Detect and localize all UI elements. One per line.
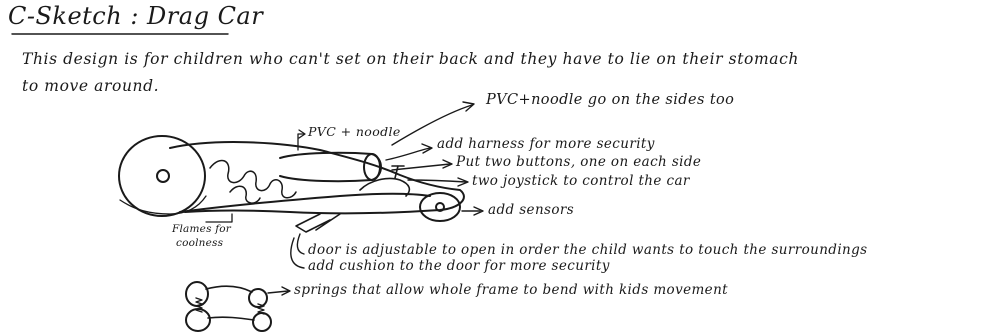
flames-pointer xyxy=(206,214,232,222)
annotation-flames-line-2: coolness xyxy=(176,236,223,250)
spring-wheel-right-bottom xyxy=(253,313,271,331)
annotation-buttons: Put two buttons, one on each side xyxy=(456,154,701,170)
arrow-harness xyxy=(386,148,430,160)
annotation-springs: springs that allow whole frame to bend w… xyxy=(294,282,728,298)
annotation-flames-line-1: Flames for xyxy=(172,222,231,236)
annotation-sensors: add sensors xyxy=(488,202,574,218)
arrow-springs xyxy=(268,291,288,293)
flame-decoration xyxy=(210,160,296,197)
annotation-harness: add harness for more security xyxy=(437,136,655,152)
annotation-pvc-noodle: PVC + noodle xyxy=(308,124,401,139)
intro-line-1: This design is for children who can't se… xyxy=(22,50,799,68)
door-flap xyxy=(296,214,340,232)
rear-wheel-hub xyxy=(157,170,169,182)
annotation-cushion: add cushion to the door for more securit… xyxy=(308,258,610,274)
rear-wheel xyxy=(119,136,205,216)
annotation-pvc-noodle-sides: PVC+noodle go on the sides too xyxy=(486,92,734,108)
spring-wheel-left-bottom xyxy=(186,309,210,331)
annotation-joystick: two joystick to control the car xyxy=(472,173,690,189)
car-underside xyxy=(180,194,430,212)
page-title: C-Sketch : Drag Car xyxy=(8,2,263,30)
arrow-buttons xyxy=(392,164,450,170)
spring-frame-bottom xyxy=(208,317,254,320)
flame-decoration-2 xyxy=(230,186,260,203)
intro-line-2: to move around. xyxy=(22,77,159,95)
annotation-door: door is adjustable to open in order the … xyxy=(308,242,868,258)
door-bracket xyxy=(297,234,304,254)
spring-frame-top xyxy=(206,286,252,292)
